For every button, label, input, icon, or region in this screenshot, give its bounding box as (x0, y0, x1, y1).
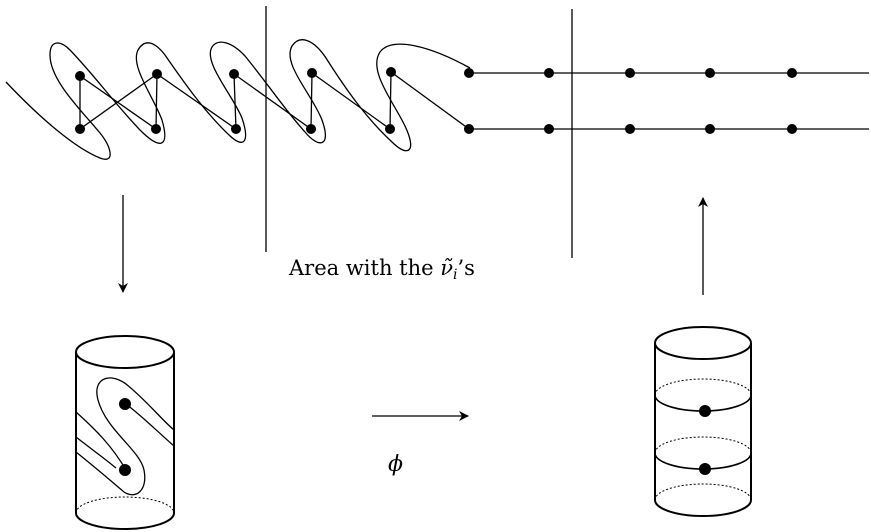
points (75, 67, 797, 134)
point (386, 67, 396, 77)
pair-connector-11 (389, 71, 392, 130)
point (75, 124, 85, 134)
point (229, 69, 239, 79)
point (787, 68, 797, 78)
pair-connector-10 (310, 72, 313, 130)
map-label-phi: ϕ (388, 452, 403, 477)
cylinder-bottom-front (75, 512, 175, 530)
pair-connector-7 (79, 73, 158, 130)
cylinder-strand (75, 411, 127, 471)
cylinder-loop (75, 377, 175, 496)
pair-connector-8 (155, 73, 158, 130)
point (306, 124, 316, 134)
area-caption: Area with the ν̃i’s (289, 256, 475, 283)
caption-suffix: ’s (457, 256, 475, 280)
pair-connector-3 (156, 73, 237, 130)
cylinder-top-ellipse (75, 335, 175, 369)
point (307, 68, 317, 78)
point (544, 68, 554, 78)
point (699, 405, 711, 417)
left-cylinder (75, 335, 175, 530)
point (625, 124, 635, 134)
point (625, 68, 635, 78)
point (119, 464, 131, 476)
cylinder-bottom-back (654, 483, 752, 501)
cylinder-top-ellipse (654, 326, 752, 360)
caption-nu-symbol: ν̃ (440, 256, 454, 280)
point (699, 463, 711, 475)
point (231, 124, 241, 134)
cylinder-ring-back (654, 436, 752, 454)
caption-prefix: Area with the (289, 256, 441, 280)
cylinder-strand (125, 403, 175, 447)
point (705, 124, 715, 134)
point (152, 69, 162, 79)
point (464, 68, 474, 78)
point (787, 124, 797, 134)
point (544, 124, 554, 134)
point (464, 124, 474, 134)
cylinder-strand (75, 436, 117, 469)
point (119, 398, 131, 410)
pair-connector-9 (233, 73, 237, 130)
zigzag-curve (5, 39, 471, 160)
cylinder-ring-back (654, 378, 752, 396)
caption-subscript: i (453, 267, 458, 283)
right-cylinder (654, 326, 752, 517)
pair-connector-5 (311, 72, 391, 130)
pair-connector-6 (390, 71, 470, 130)
point (385, 124, 395, 134)
point (151, 124, 161, 134)
pair-connector-4 (233, 73, 312, 130)
cylinder-bottom-front (654, 499, 752, 517)
cylinder-bottom-back (75, 496, 175, 514)
point (75, 71, 85, 81)
point (705, 68, 715, 78)
